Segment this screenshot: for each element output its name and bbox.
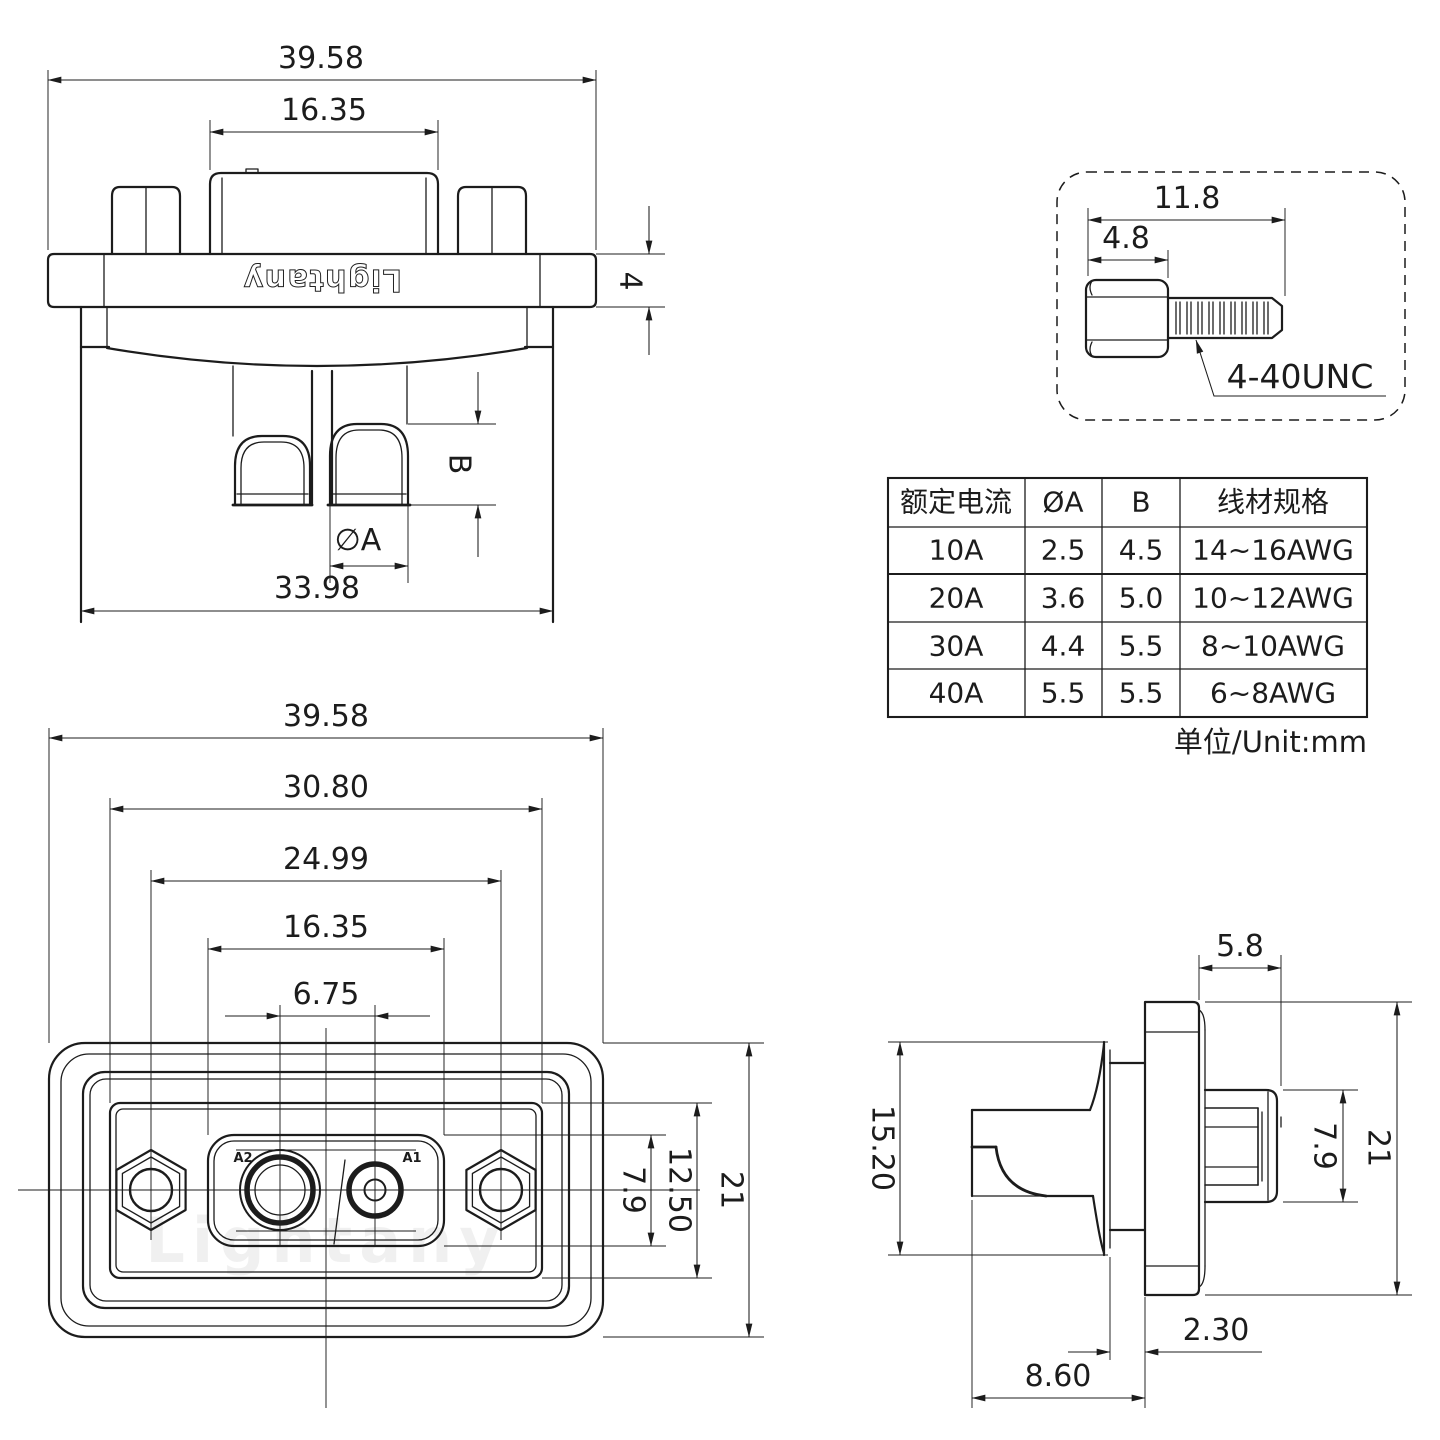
contact-label-a1: A1 <box>402 1151 421 1166</box>
col-header-b: B <box>1131 486 1150 519</box>
cell-b: 5.5 <box>1119 677 1164 710</box>
front-dim-insert-width: 16.35 <box>283 910 369 945</box>
cell-dia-a: 4.4 <box>1041 630 1086 663</box>
front-dim-face-width: 30.80 <box>283 770 369 805</box>
front-view: 39.58 30.80 24.99 16.35 6.75 Lightany <box>18 699 764 1408</box>
cell-b: 5.5 <box>1119 630 1164 663</box>
front-dim-face-height: 12.50 <box>662 1147 697 1233</box>
side-dim-flange-height: 21 <box>1361 1129 1396 1167</box>
front-dim-mount-spacing: 24.99 <box>283 842 369 877</box>
side-dim-shell-height: 7.9 <box>1307 1122 1342 1170</box>
side-dim-neck-length: 2.30 <box>1183 1313 1250 1348</box>
col-header-wire-gauge: 线材规格 <box>1217 486 1329 519</box>
cell-wire: 10~12AWG <box>1192 582 1354 615</box>
col-header-rated-current: 额定电流 <box>900 486 1012 519</box>
cell-current: 10A <box>929 534 984 567</box>
side-view: 5.8 15.20 7.9 21 2.30 8.60 <box>865 929 1412 1408</box>
front-dim-flange-width: 39.58 <box>283 699 369 734</box>
cell-current: 20A <box>929 582 984 615</box>
rear-dim-cup-height: B <box>442 454 477 475</box>
cell-dia-a: 5.5 <box>1041 677 1086 710</box>
brand-logo-text: Lightany <box>242 262 402 297</box>
cell-wire: 6~8AWG <box>1210 677 1336 710</box>
rear-view: 39.58 16.35 Lightany 4 <box>46 41 665 624</box>
front-dim-insert-height: 7.9 <box>616 1166 651 1214</box>
table-header-row: 额定电流 ØA B 线材规格 <box>900 486 1329 519</box>
side-dim-shell-protrusion: 5.8 <box>1216 929 1264 964</box>
rear-dim-shell-width: 16.35 <box>281 93 367 128</box>
cell-wire: 8~10AWG <box>1201 630 1345 663</box>
front-dim-contact-spacing: 6.75 <box>293 977 360 1012</box>
col-header-dia-a: ØA <box>1042 486 1083 519</box>
cell-dia-a: 2.5 <box>1041 534 1086 567</box>
table-row: 10A 2.5 4.5 14~16AWG <box>929 534 1354 567</box>
rear-dim-body-width: 33.98 <box>274 571 360 606</box>
rear-dim-cup-diameter: ∅A <box>335 523 382 558</box>
cell-current: 30A <box>929 630 984 663</box>
table-row: 40A 5.5 5.5 6~8AWG <box>929 677 1336 710</box>
screw-dim-head-length: 4.8 <box>1102 221 1150 256</box>
screw-dim-total-length: 11.8 <box>1154 181 1221 216</box>
thread-grooves <box>1175 301 1269 335</box>
cell-b: 4.5 <box>1119 534 1164 567</box>
table-row: 20A 3.6 5.0 10~12AWG <box>929 582 1354 615</box>
detail-boundary-box <box>1056 171 1406 421</box>
rear-dim-flange-thickness: 4 <box>613 271 648 290</box>
cell-b: 5.0 <box>1119 582 1164 615</box>
screw-thread-spec: 4-40UNC <box>1227 357 1374 396</box>
cell-wire: 14~16AWG <box>1192 534 1354 567</box>
cell-current: 40A <box>929 677 984 710</box>
screw-detail-view: 11.8 4.8 4-40UNC <box>1056 171 1406 421</box>
table-row: 30A 4.4 5.5 8~10AWG <box>929 630 1345 663</box>
contact-label-a2: A2 <box>233 1151 252 1166</box>
spec-table: 额定电流 ØA B 线材规格 10A 2.5 4.5 14~16AWG 20A … <box>886 476 1369 759</box>
side-dim-boot-height: 15.20 <box>865 1105 900 1191</box>
side-dim-boot-length: 8.60 <box>1025 1359 1092 1394</box>
front-dim-flange-height: 21 <box>714 1171 749 1209</box>
unit-note: 单位/Unit:mm <box>1174 725 1367 759</box>
cell-dia-a: 3.6 <box>1041 582 1086 615</box>
rear-dim-flange-width: 39.58 <box>278 41 364 76</box>
